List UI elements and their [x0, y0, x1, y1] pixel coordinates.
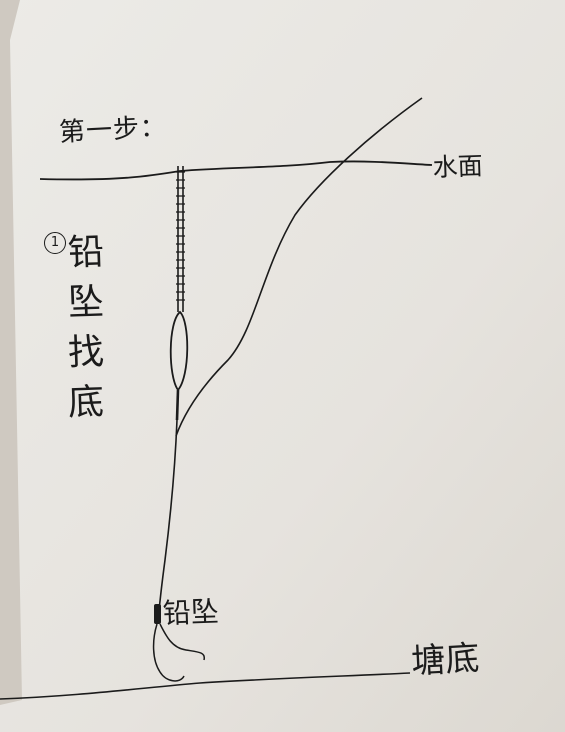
fish-hook-leader: [159, 623, 206, 661]
step-note: 铅 坠 找 底: [67, 228, 118, 428]
circled-number: 1: [44, 232, 66, 254]
fish-hook-leader: [152, 623, 185, 682]
step-note-char: 底: [67, 381, 105, 424]
step-note-char: 找: [67, 331, 105, 374]
pond-bottom-label: 塘底: [410, 638, 481, 682]
float-tip-ticks: [176, 171, 185, 301]
rod-line: [175, 97, 423, 437]
water-surface-label: 水面: [432, 151, 484, 182]
water-surface-line: [39, 160, 433, 181]
float-tail: [175, 389, 180, 421]
step-note-char: 铅: [67, 231, 105, 274]
sinker-weight: [154, 604, 161, 624]
step-note-char: 坠: [67, 281, 105, 324]
sinker-label: 铅坠: [162, 595, 220, 630]
pond-bottom-line: [0, 672, 411, 700]
step-title: 第一步：: [58, 112, 168, 148]
